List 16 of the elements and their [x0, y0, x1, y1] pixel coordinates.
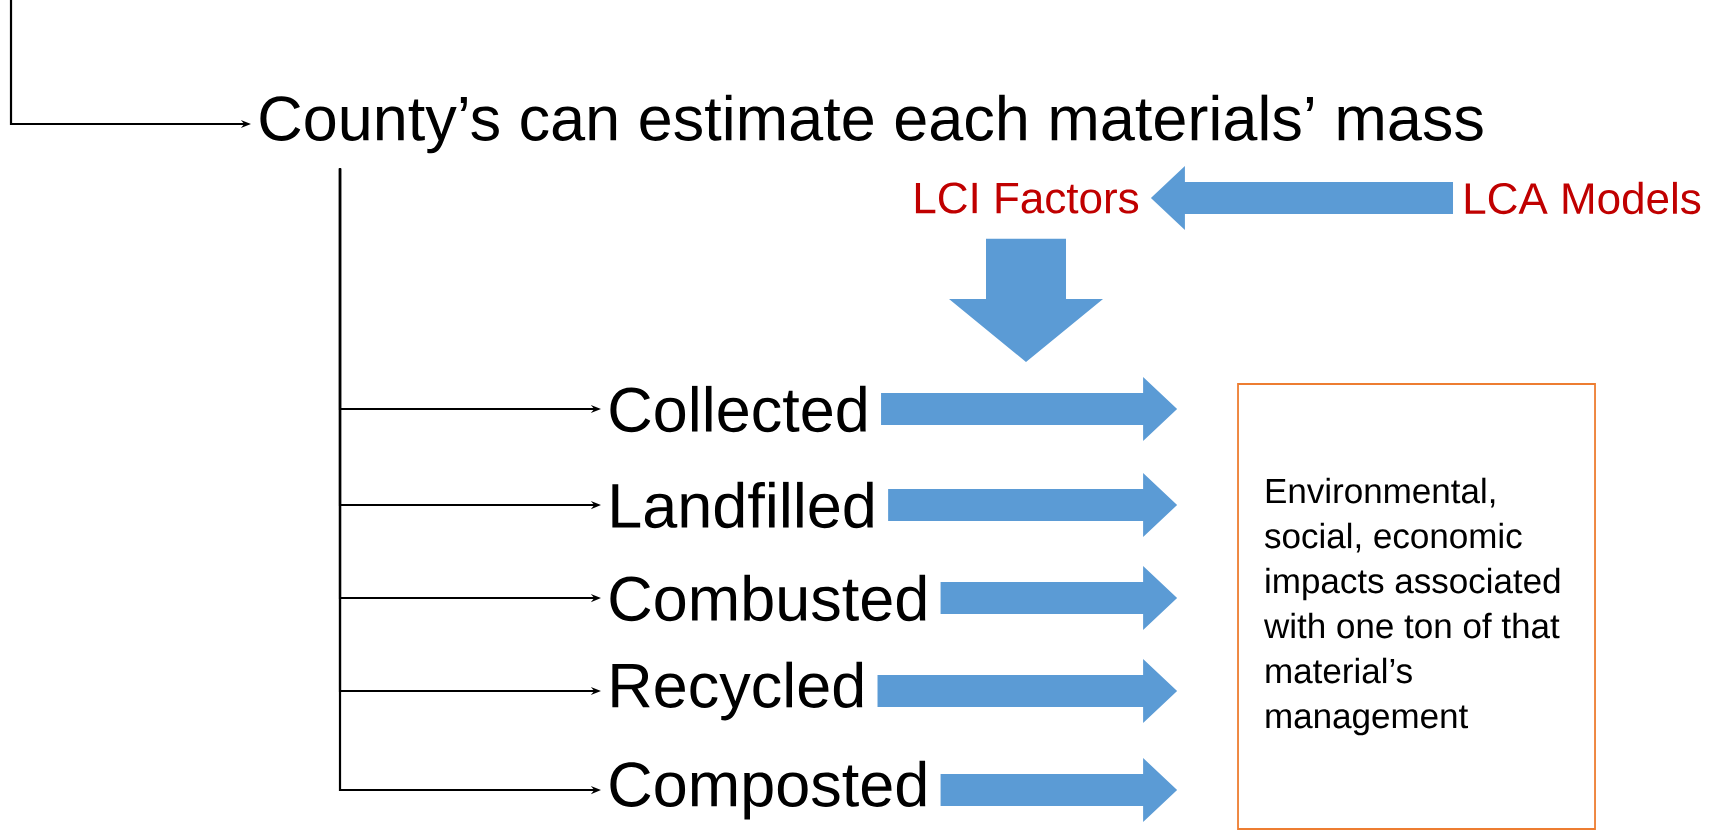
heading-text: County’s can estimate each materials’ mass: [260, 94, 1483, 154]
source-label: LCA Models: [1465, 181, 1701, 215]
block-arrow: [940, 758, 1178, 822]
stage-label: Recycled: [612, 661, 863, 721]
block-arrow: [881, 377, 1178, 441]
source-label: LCI Factors: [915, 182, 1139, 214]
block-arrow: [1150, 166, 1453, 230]
block-arrow: [940, 566, 1178, 630]
stage-label: Landfilled: [612, 481, 873, 529]
block-arrow: [949, 238, 1103, 362]
stage-label: Composted: [610, 760, 926, 820]
block-arrow: [888, 473, 1178, 537]
stage-label: Combusted: [610, 574, 926, 622]
stage-label: Collected: [610, 385, 866, 433]
result-box: Environmental, social, economic impacts associated with one ton of that material’s management: [1237, 383, 1596, 830]
block-arrow: [877, 659, 1178, 723]
